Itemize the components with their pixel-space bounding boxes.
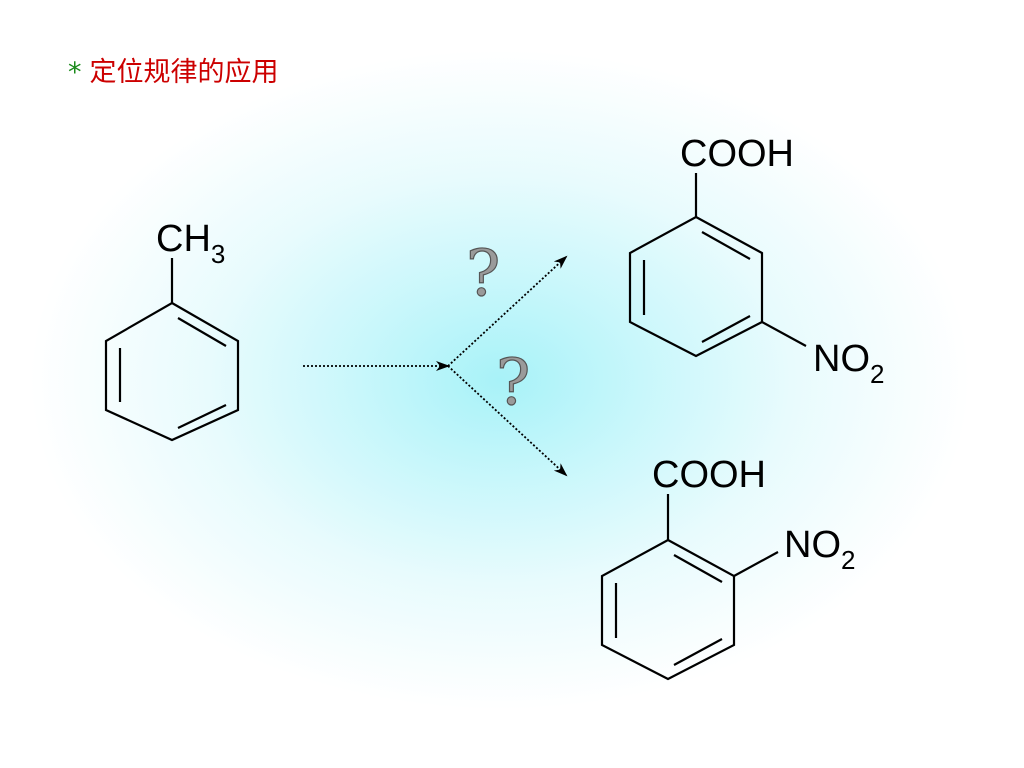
meta-benzene-ring xyxy=(628,215,764,358)
title-text: 定位规律的应用 xyxy=(89,57,279,88)
slide-title: *定位规律的应用 xyxy=(68,50,279,89)
arrow-to-ortho-product xyxy=(447,365,568,477)
ortho-inner-bonds xyxy=(614,554,723,666)
ortho-nitro-label: NO2 xyxy=(784,524,855,575)
toluene-methyl-label: CH3 xyxy=(156,218,225,269)
ortho-carboxyl-label: COOH xyxy=(652,454,766,496)
meta-carboxyl-label: COOH xyxy=(680,133,794,175)
toluene-benzene-ring xyxy=(104,301,240,442)
toluene-structure: CH3 xyxy=(104,218,240,442)
ortho-nitro-bond xyxy=(733,551,779,577)
toluene-inner-bonds xyxy=(118,317,227,429)
arrow-to-meta-product xyxy=(447,255,568,367)
ortho-benzene-ring xyxy=(600,538,736,681)
question-mark-lower: ? xyxy=(496,346,530,420)
bullet-star: * xyxy=(68,57,82,88)
meta-inner-bonds xyxy=(642,231,751,343)
meta-nitro-label: NO2 xyxy=(813,338,884,389)
meta-nitro-bond xyxy=(761,321,807,347)
reaction-arrows xyxy=(303,255,568,477)
meta-nitrobenzoic-acid: COOH NO2 xyxy=(628,133,884,389)
question-mark-upper: ? xyxy=(466,237,500,311)
ortho-nitrobenzoic-acid: COOH NO2 xyxy=(600,454,855,681)
